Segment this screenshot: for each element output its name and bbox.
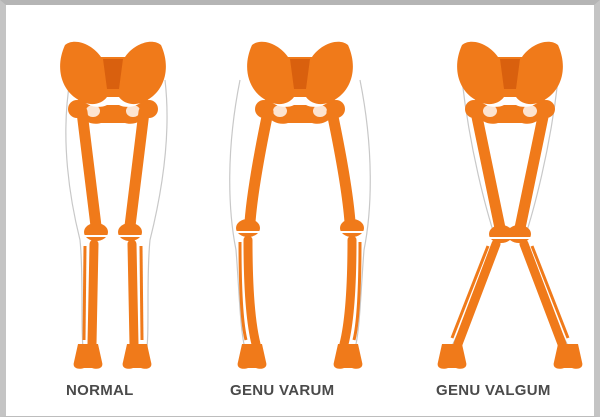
caption-normal: NORMAL (66, 382, 134, 399)
caption-genu-varum: GENU VARUM (230, 382, 334, 399)
genu-valgum-skeleton (438, 42, 583, 369)
normal-skeleton (60, 42, 167, 369)
caption-genu-valgum: GENU VALGUM (436, 382, 551, 399)
genu-varum-skeleton (230, 42, 371, 369)
